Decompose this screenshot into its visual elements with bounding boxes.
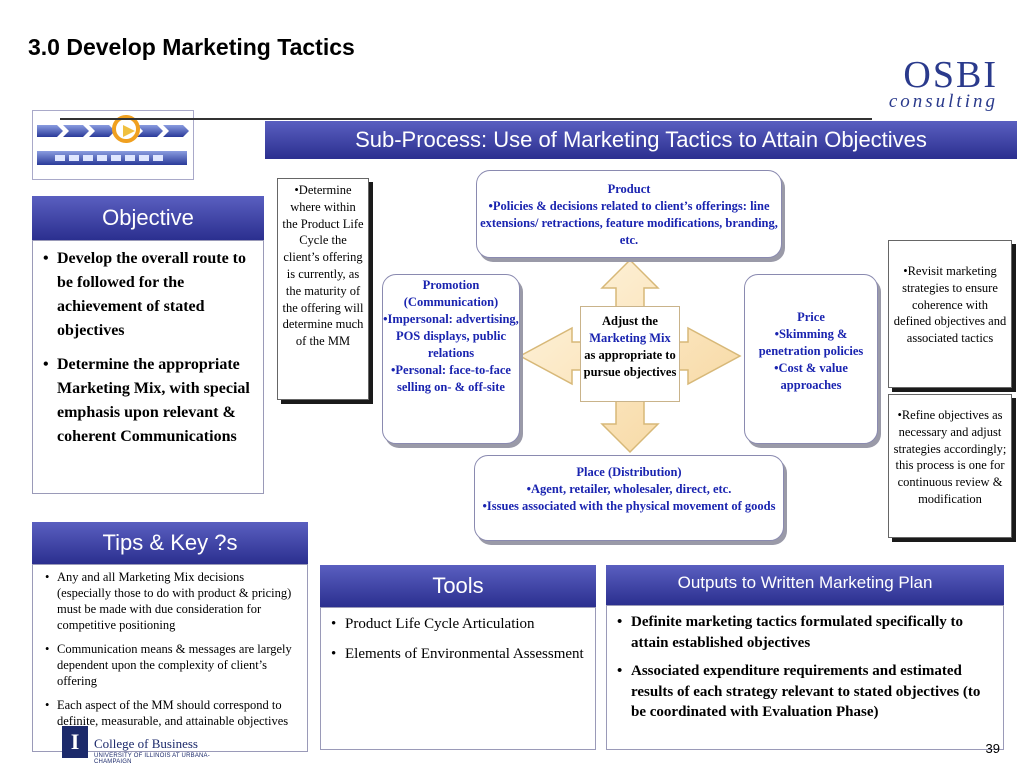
product-box: Product •Policies & decisions related to…	[476, 170, 782, 258]
refine-note: •Refine objectives as necessary and adju…	[888, 394, 1012, 538]
tools-list: Product Life Cycle Articulation Elements…	[331, 614, 587, 664]
promotion-box: Promotion (Communication) •Impersonal: a…	[382, 274, 520, 444]
outputs-panel: Definite marketing tactics formulated sp…	[606, 605, 1004, 750]
university-seal-icon: I	[62, 726, 88, 758]
objective-item: Develop the overall route to be followed…	[43, 247, 255, 343]
center-line1: Adjust the	[602, 314, 658, 328]
product-line: •Policies & decisions related to client’…	[480, 199, 778, 247]
objective-panel: Develop the overall route to be followed…	[32, 240, 264, 494]
tools-panel: Product Life Cycle Articulation Elements…	[320, 607, 596, 750]
page-number: 39	[985, 741, 1000, 756]
tip-item: Each aspect of the MM should correspond …	[43, 697, 299, 729]
header-rule	[60, 118, 872, 120]
promotion-title: Promotion (Communication)	[403, 278, 499, 309]
objective-heading: Objective	[32, 196, 264, 240]
tools-heading: Tools	[320, 565, 596, 607]
osbi-logo: OSBI consulting	[888, 54, 998, 112]
output-item: Definite marketing tactics formulated sp…	[617, 612, 993, 653]
tip-item: Communication means & messages are large…	[43, 641, 299, 689]
promotion-line: •Personal: face-to-face selling on- & of…	[391, 363, 511, 394]
outputs-list: Definite marketing tactics formulated sp…	[617, 612, 993, 723]
tool-item: Product Life Cycle Articulation	[331, 614, 587, 634]
tool-item: Elements of Environmental Assessment	[331, 644, 587, 664]
process-flow-icon	[37, 115, 189, 165]
plc-note: •Determine where within the Product Life…	[277, 178, 369, 400]
product-title: Product	[607, 182, 651, 196]
logo-name: OSBI	[903, 54, 998, 96]
tips-heading: Tips & Key ?s	[32, 522, 308, 564]
center-highlight: Marketing Mix	[589, 331, 671, 345]
price-line: •Skimming & penetration policies	[758, 327, 864, 358]
college-name: College of Business	[94, 736, 198, 751]
college-logo: I College of Business UNIVERSITY OF ILLI…	[58, 724, 228, 765]
place-title: Place (Distribution)	[576, 465, 682, 479]
place-line: •Agent, retailer, wholesaler, direct, et…	[526, 482, 732, 496]
price-line: •Cost & value approaches	[774, 361, 848, 392]
university-name: UNIVERSITY OF ILLINOIS AT URBANA-CHAMPAI…	[94, 753, 210, 765]
center-line2: as appropriate to pursue objectives	[583, 348, 677, 379]
page-title: 3.0 Develop Marketing Tactics	[28, 34, 355, 60]
price-title: Price	[797, 310, 825, 324]
output-item: Associated expenditure requirements and …	[617, 661, 993, 723]
subprocess-banner: Sub-Process: Use of Marketing Tactics to…	[265, 121, 1017, 159]
tips-list: Any and all Marketing Mix decisions (esp…	[43, 569, 299, 729]
tip-item: Any and all Marketing Mix decisions (esp…	[43, 569, 299, 633]
place-line: •Issues associated with the physical mov…	[482, 499, 776, 513]
objective-item: Determine the appropriate Marketing Mix,…	[43, 353, 255, 449]
revisit-note: •Revisit marketing strategies to ensure …	[888, 240, 1012, 388]
promotion-line: •Impersonal: advertising, POS displays, …	[383, 312, 519, 360]
logo-tagline: consulting	[888, 91, 998, 112]
objective-list: Develop the overall route to be followed…	[43, 247, 255, 449]
place-box: Place (Distribution) •Agent, retailer, w…	[474, 455, 784, 541]
process-diagram-thumbnail	[32, 110, 194, 180]
marketing-mix-center: Adjust the Marketing Mix as appropriate …	[580, 306, 680, 402]
tips-panel: Any and all Marketing Mix decisions (esp…	[32, 564, 308, 752]
outputs-heading: Outputs to Written Marketing Plan	[606, 565, 1004, 605]
price-box: Price •Skimming & penetration policies •…	[744, 274, 878, 444]
